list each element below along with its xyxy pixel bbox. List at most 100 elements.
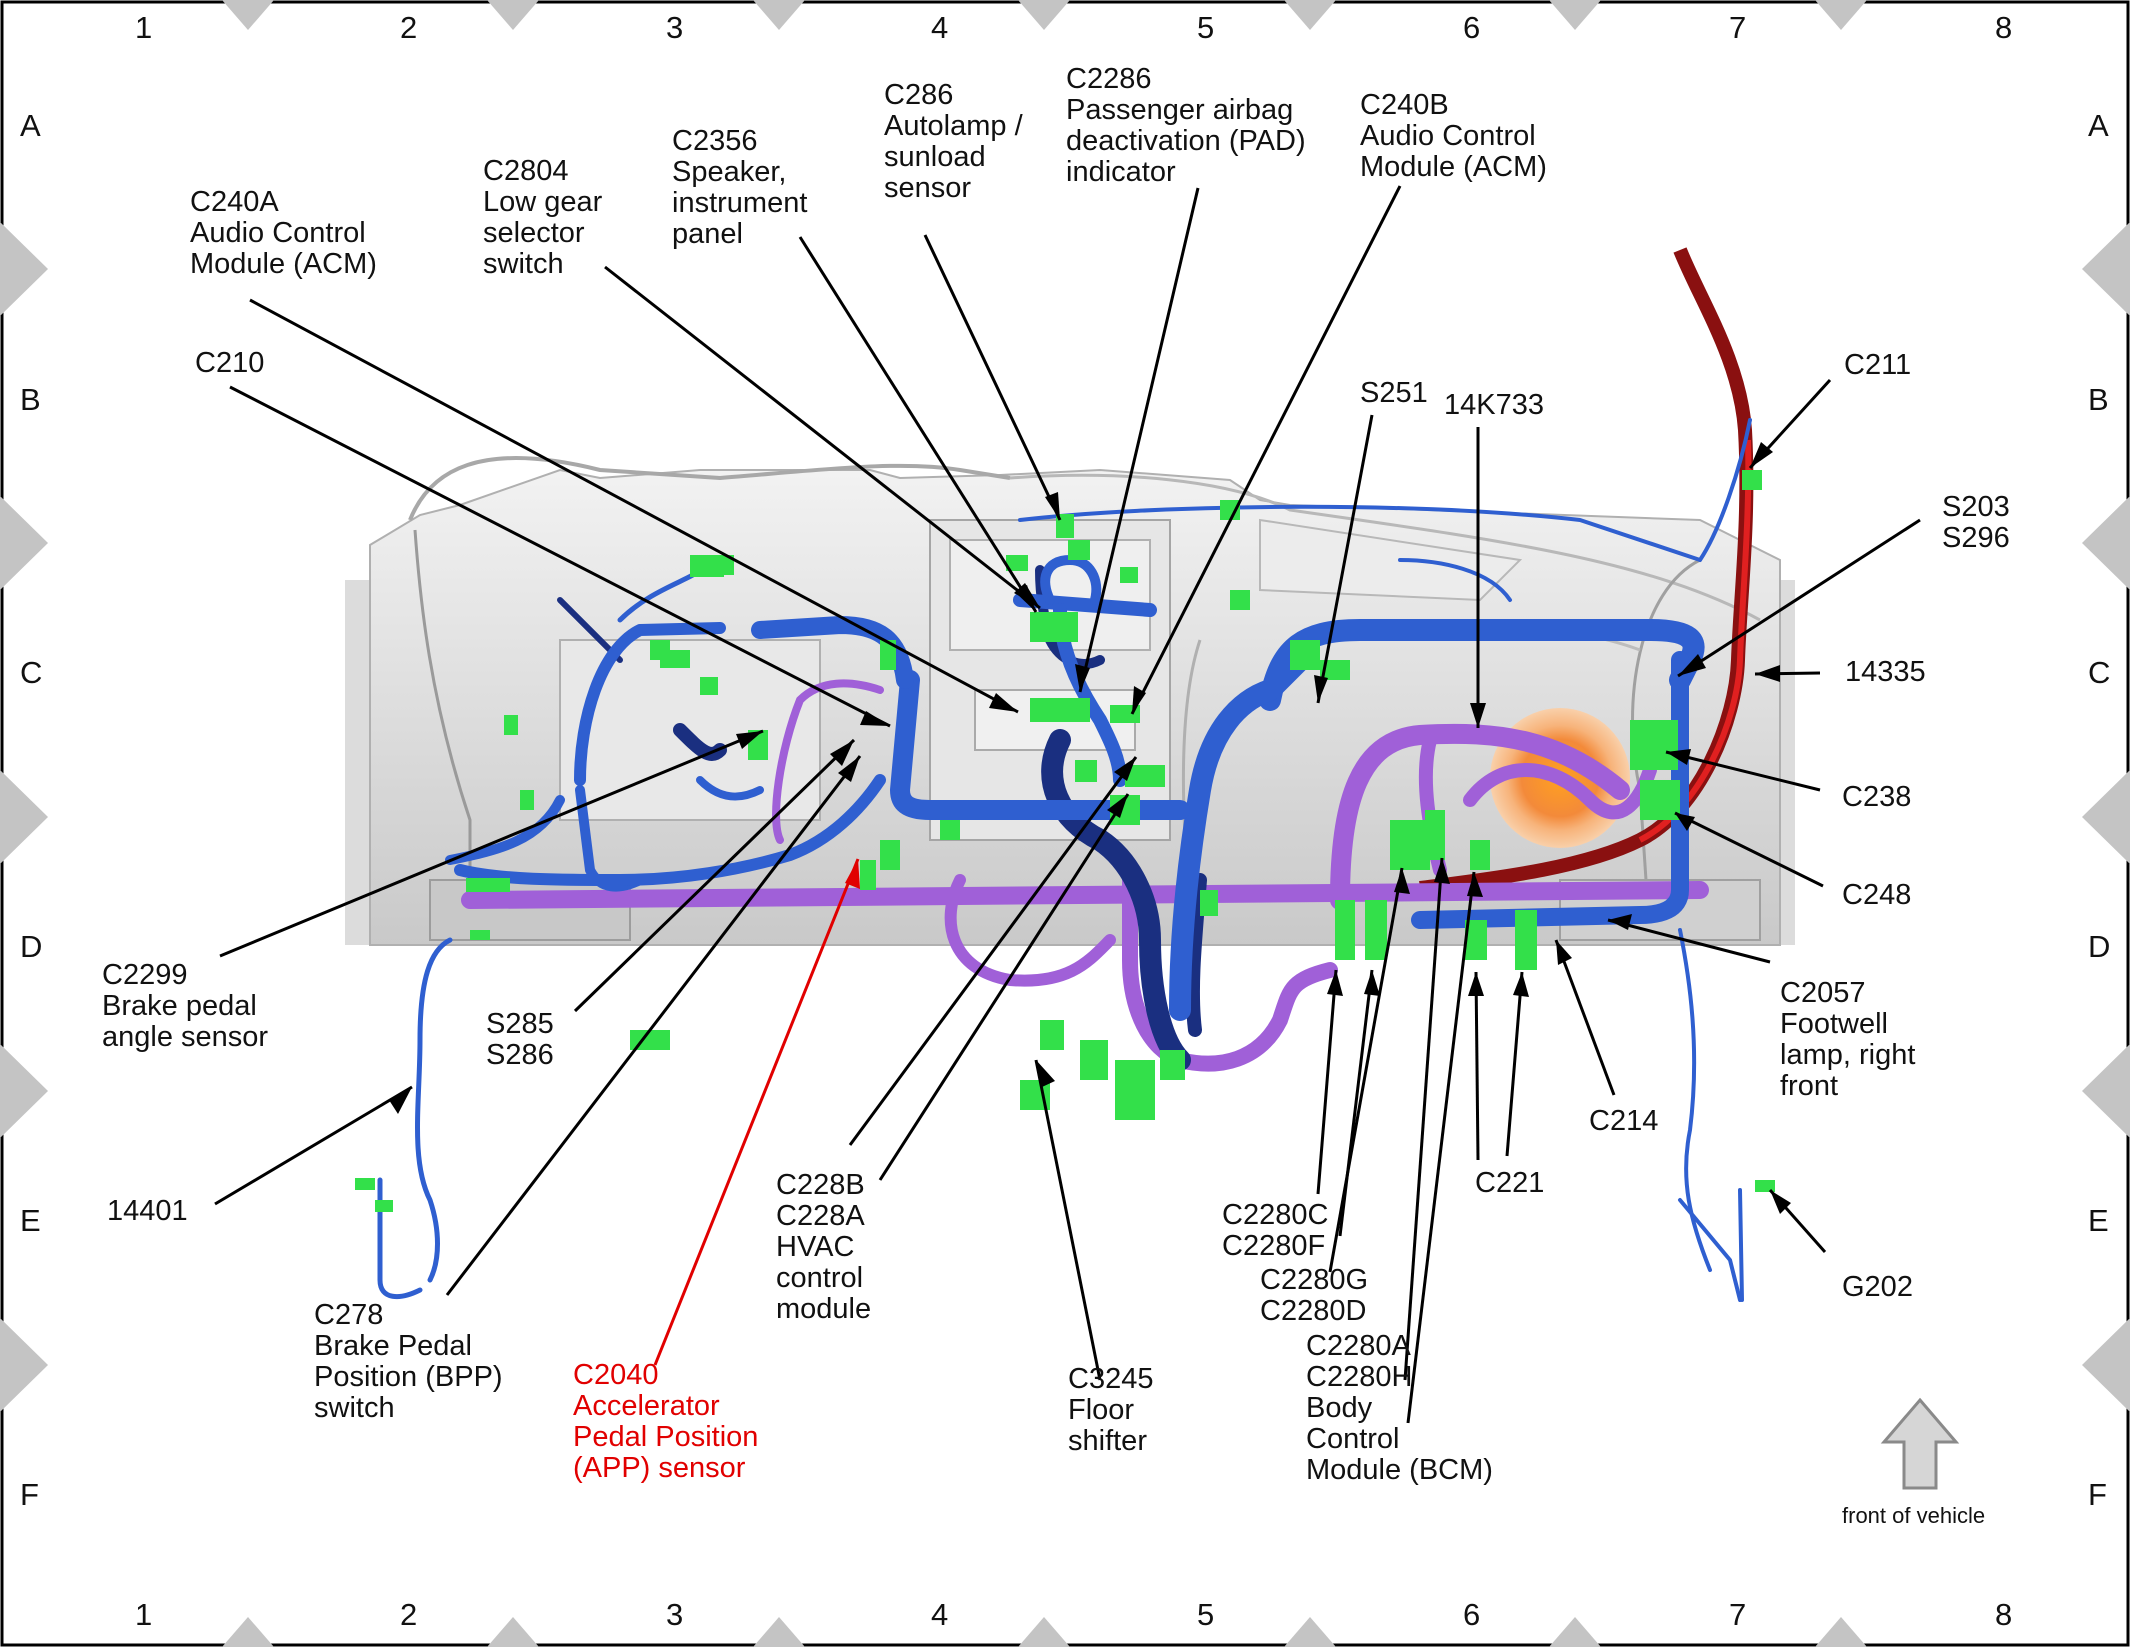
callout-c238: C238	[1842, 782, 1911, 813]
callout-line: Autolamp /	[884, 110, 1023, 142]
grid-row-left-a: A	[20, 108, 41, 143]
callout-line: instrument	[672, 187, 808, 219]
callout-line: switch	[483, 248, 564, 280]
grid-col-top-3: 3	[666, 10, 684, 45]
callout-c221: C221	[1475, 1168, 1544, 1199]
leader-line-highlight	[653, 858, 860, 1366]
callout-line: Accelerator	[573, 1390, 720, 1422]
grid-col-bottom-3: 3	[666, 1597, 684, 1632]
callout-line: C278	[314, 1299, 384, 1331]
callout-line: S286	[486, 1039, 554, 1071]
leader-lines	[214, 185, 1921, 1424]
callout-c2286: C2286 Passenger airbag deactivation (PAD…	[1066, 64, 1306, 188]
callout-line: G202	[1842, 1271, 1913, 1303]
callout-14401: 14401	[107, 1196, 188, 1227]
harness-dark-blue	[557, 565, 1207, 1071]
grid-col-bottom-1: 1	[135, 1597, 153, 1632]
grid-row-right-a: A	[2088, 108, 2109, 143]
callout-line: C210	[195, 347, 265, 379]
callout-c2057: C2057 Footwell lamp, right front	[1780, 978, 1915, 1102]
callout-line: C228A	[776, 1200, 865, 1232]
arrowheads	[389, 442, 1791, 1214]
grid-row-right-e: E	[2088, 1203, 2109, 1238]
callout-line: C238	[1842, 781, 1912, 813]
callout-s203: S203 S296	[1942, 492, 2010, 554]
callout-line: selector	[483, 217, 585, 249]
callout-c240b: C240B Audio Control Module (ACM)	[1360, 90, 1547, 183]
callout-line: Position (BPP)	[314, 1361, 503, 1393]
callout-line: 14K733	[1444, 389, 1544, 421]
callout-line: Module (ACM)	[190, 248, 377, 280]
callout-line: HVAC	[776, 1231, 855, 1263]
grid-col-top-2: 2	[400, 10, 418, 45]
callout-line: Body	[1306, 1392, 1373, 1424]
callout-line: C2280F	[1222, 1230, 1326, 1262]
callout-line: Audio Control	[190, 217, 366, 249]
callout-line: Control	[1306, 1423, 1400, 1455]
grid-row-left-e: E	[20, 1203, 41, 1238]
callout-c2804: C2804 Low gear selector switch	[483, 156, 602, 280]
callout-s251: S251	[1360, 378, 1428, 409]
callout-c2356: C2356 Speaker, instrument panel	[672, 126, 807, 250]
grid-row-left-c: C	[20, 655, 43, 690]
callout-line: sensor	[884, 172, 972, 204]
callout-line: Passenger airbag	[1066, 94, 1294, 126]
callout-line: Low gear	[483, 186, 603, 218]
callout-line: S251	[1360, 377, 1428, 409]
callout-line: S285	[486, 1008, 554, 1040]
grid-col-top-8: 8	[1995, 10, 2013, 45]
arrowhead-highlight	[845, 859, 860, 889]
grid-col-top-4: 4	[931, 10, 949, 45]
callout-line: panel	[672, 218, 743, 250]
callout-c3245: C3245 Floor shifter	[1068, 1364, 1153, 1457]
callout-c210: C210	[195, 348, 264, 379]
grid-row-left-b: B	[20, 382, 41, 417]
callout-line: Module (BCM)	[1306, 1454, 1493, 1486]
harness-red	[1419, 247, 1754, 895]
callout-c240a: C240A Audio Control Module (ACM)	[190, 187, 377, 280]
grid-col-bottom-4: 4	[931, 1597, 949, 1632]
callout-line: shifter	[1068, 1425, 1147, 1457]
connectors	[355, 470, 1775, 1212]
callout-line: module	[776, 1293, 872, 1325]
callout-line: C2299	[102, 959, 188, 991]
callout-line: Audio Control	[1360, 120, 1536, 152]
callout-c2040: C2040 Accelerator Pedal Position (APP) s…	[573, 1360, 758, 1484]
callout-g202: G202	[1842, 1272, 1913, 1303]
harness-blue	[377, 418, 1752, 1302]
callout-c2280a: C2280A C2280H Body Control Module (BCM)	[1306, 1331, 1493, 1486]
callout-line: C2286	[1066, 63, 1152, 95]
callout-line: C2040	[573, 1359, 659, 1391]
callout-c2299: C2299 Brake pedal angle sensor	[102, 960, 268, 1053]
grid-row-right-d: D	[2088, 929, 2111, 964]
callout-c2280g: C2280G C2280D	[1260, 1265, 1368, 1327]
grid-col-top-6: 6	[1463, 10, 1481, 45]
callout-14335: 14335	[1845, 657, 1926, 688]
callout-c214: C214	[1589, 1106, 1658, 1137]
grid-row-right-f: F	[2088, 1477, 2107, 1512]
callout-line: S296	[1942, 522, 2010, 554]
callout-line: C286	[884, 79, 954, 111]
grid-col-top-5: 5	[1197, 10, 1215, 45]
grid-col-bottom-8: 8	[1995, 1597, 2013, 1632]
callout-line: front	[1780, 1070, 1839, 1102]
callout-line: C2280A	[1306, 1330, 1411, 1362]
callout-line: Brake Pedal	[314, 1330, 472, 1362]
grid-col-bottom-2: 2	[400, 1597, 418, 1632]
callout-c286: C286 Autolamp / sunload sensor	[884, 80, 1023, 204]
callout-line: C2356	[672, 125, 758, 157]
callout-line: 14401	[107, 1195, 188, 1227]
callout-line: C221	[1475, 1167, 1545, 1199]
callout-line: C248	[1842, 879, 1912, 911]
callout-line: C2057	[1780, 977, 1866, 1009]
callout-c211: C211	[1844, 350, 1911, 381]
grid-row-left-d: D	[20, 929, 43, 964]
callout-line: C228B	[776, 1169, 865, 1201]
callout-line: lamp, right	[1780, 1039, 1916, 1071]
callout-line: C3245	[1068, 1363, 1154, 1395]
grid-row-right-b: B	[2088, 382, 2109, 417]
grid-col-top-1: 1	[135, 10, 153, 45]
callout-line: S203	[1942, 491, 2010, 523]
